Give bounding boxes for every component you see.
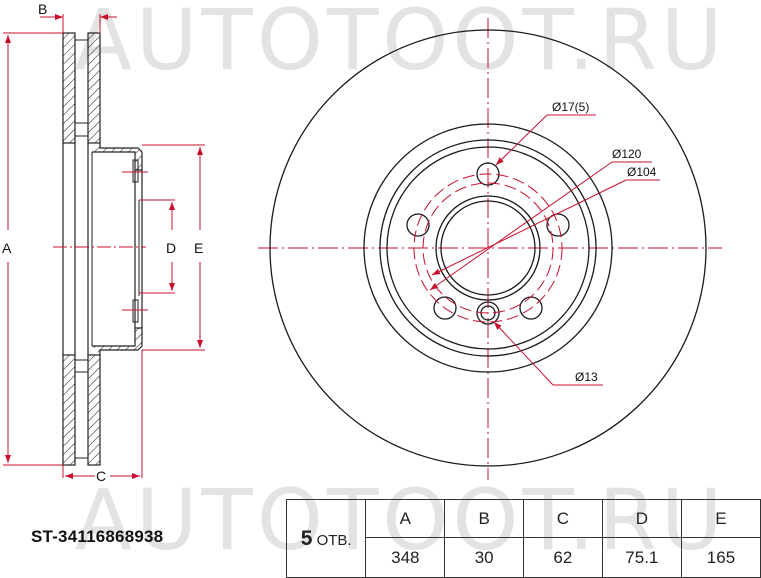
header-a: A <box>365 498 446 539</box>
callout-pcd-120: Ø120 <box>612 147 642 161</box>
bolt-hole-count: 5 ОТВ. <box>285 499 367 578</box>
front-view: Ø17(5) Ø120 Ø104 Ø13 <box>258 18 722 480</box>
hole-count-label: ОТВ. <box>316 531 352 549</box>
hole-count-number: 5 <box>300 526 313 550</box>
value-b: 30 <box>444 537 525 578</box>
spec-table: 5 ОТВ. A B C D E 348 30 62 75.1 165 <box>285 498 761 578</box>
value-e: 165 <box>680 537 761 578</box>
watermark-top: AUTOTOOT.RU <box>74 0 727 89</box>
callout-pin-hole: Ø13 <box>575 370 598 384</box>
callout-bolt-hole: Ø17(5) <box>552 100 589 114</box>
header-e: E <box>680 498 761 539</box>
header-d: D <box>601 498 682 539</box>
value-d: 75.1 <box>601 537 682 578</box>
header-b: B <box>444 498 525 539</box>
dim-label-b: B <box>38 1 47 17</box>
value-a: 348 <box>365 537 446 578</box>
dim-label-d: D <box>166 240 176 256</box>
value-c: 62 <box>523 537 603 578</box>
callout-pcd-104: Ø104 <box>627 165 657 179</box>
dim-label-e: E <box>194 240 203 256</box>
part-number: ST-34116868938 <box>31 527 164 546</box>
dim-label-c: C <box>96 468 106 484</box>
side-view: B A C D E <box>2 1 205 484</box>
dim-label-a: A <box>2 240 12 256</box>
header-c: C <box>523 498 603 539</box>
